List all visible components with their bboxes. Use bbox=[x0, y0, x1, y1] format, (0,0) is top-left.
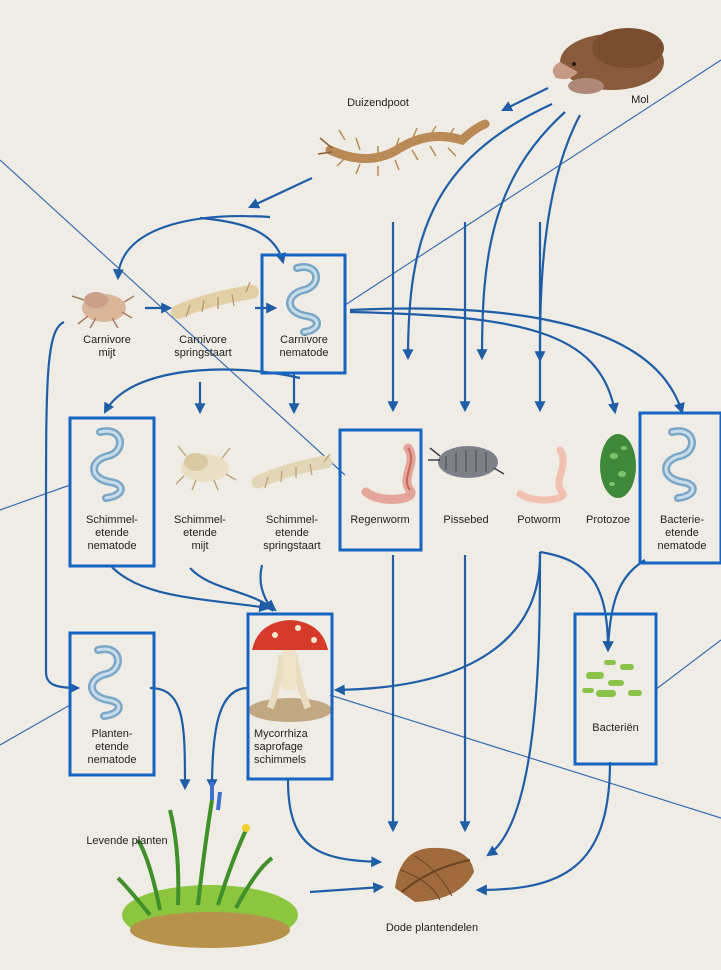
pointer-line bbox=[0, 705, 70, 745]
levende-planten-illustration bbox=[118, 782, 298, 948]
arrow-bacterien-dode bbox=[478, 762, 610, 890]
label-planten-etende-nematode: Planten- etende nematode bbox=[72, 728, 152, 767]
pointer-line bbox=[655, 640, 721, 690]
bacterien-illustration bbox=[582, 660, 642, 697]
arrow-nematode-mycorrhiza bbox=[110, 565, 268, 608]
label-dode-plantendelen: Dode plantendelen bbox=[372, 922, 492, 935]
label-mycorrhiza: Mycorrhiza saprofage schimmels bbox=[250, 728, 334, 767]
arrow-to-schimmel-nematode bbox=[105, 369, 300, 412]
protozoe-illustration bbox=[600, 434, 636, 498]
carnivore-nematode-illustration bbox=[290, 267, 317, 332]
arrow-planten-dode bbox=[310, 887, 382, 892]
pointer-line bbox=[0, 485, 70, 510]
schimmeletende-mijt-illustration bbox=[176, 446, 236, 490]
label-bacterien: Bacteriën bbox=[577, 722, 654, 735]
label-bacterie-etende-nematode: Bacterie- etende nematode bbox=[643, 514, 721, 553]
pointer-line bbox=[330, 695, 721, 818]
potworm-illustration bbox=[520, 450, 563, 500]
label-pissebed: Pissebed bbox=[428, 514, 504, 527]
label-carnivore-mijt: Carnivore mijt bbox=[70, 334, 144, 360]
label-potworm: Potworm bbox=[504, 514, 574, 527]
pissebed-illustration bbox=[428, 446, 504, 478]
regenworm-illustration bbox=[366, 448, 411, 499]
label-levende-planten: Levende planten bbox=[72, 835, 182, 848]
arrow-mycorrhiza-dode bbox=[288, 780, 380, 862]
arrow-to-bacterie-nematode bbox=[350, 308, 682, 412]
label-regenworm: Regenworm bbox=[340, 514, 420, 527]
label-schimmeletende-mijt: Schimmel- etende mijt bbox=[160, 514, 240, 553]
arrow-mol-duizendpoot bbox=[503, 88, 548, 110]
label-mol: Mol bbox=[620, 94, 660, 107]
arrow-nematode-bacterien bbox=[608, 560, 645, 650]
arrow-duizendpoot-down bbox=[250, 178, 312, 207]
arrow-protozoe-mycorrhiza bbox=[336, 555, 540, 690]
dode-plantendelen-illustration bbox=[395, 848, 474, 902]
label-duizendpoot: Duizendpoot bbox=[328, 97, 428, 110]
label-schimmeletende-nematode: Schimmel- etende nematode bbox=[72, 514, 152, 553]
label-protozoe: Protozoe bbox=[574, 514, 642, 527]
arrow-to-carnivore-mijt bbox=[118, 216, 270, 278]
bacterie-etende-nematode-illustration bbox=[666, 431, 693, 498]
schimmeletende-springstaart-illustration bbox=[258, 454, 330, 488]
pointer-line bbox=[0, 160, 345, 475]
label-schimmeletende-springstaart: Schimmel- etende springstaart bbox=[244, 514, 340, 553]
label-carnivore-springstaart: Carnivore springstaart bbox=[160, 334, 246, 360]
schimmeletende-nematode-illustration bbox=[94, 431, 121, 498]
arrow-mycorrhiza-levende-planten bbox=[212, 688, 248, 788]
mycorrhiza-illustration bbox=[248, 620, 332, 722]
label-carnivore-nematode: Carnivore nematode bbox=[264, 334, 344, 360]
mol-illustration bbox=[553, 28, 664, 94]
carnivore-mijt-illustration bbox=[72, 292, 134, 328]
planten-etende-nematode-illustration bbox=[92, 649, 119, 716]
carnivore-springstaart-illustration bbox=[178, 282, 252, 317]
